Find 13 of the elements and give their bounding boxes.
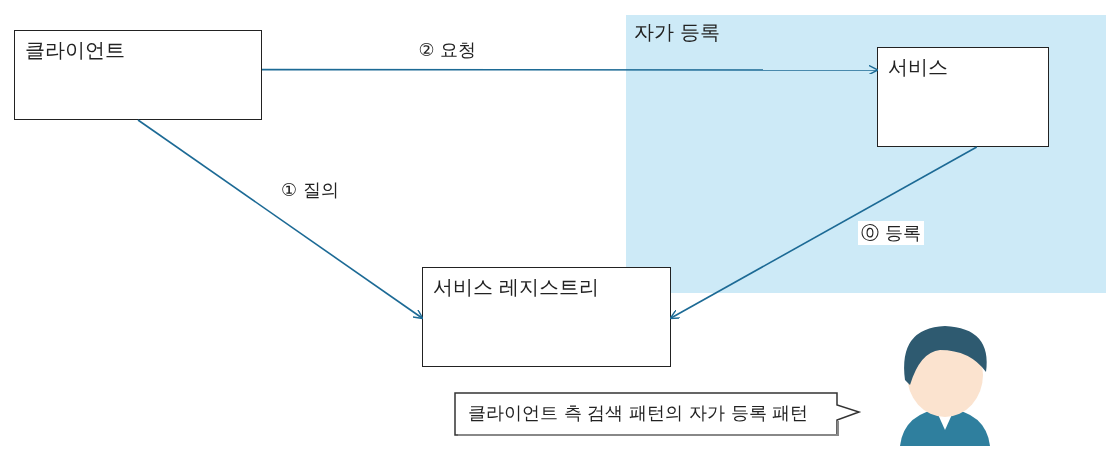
group-region xyxy=(626,15,1106,293)
node-label: 서비스 xyxy=(888,54,948,81)
process-box xyxy=(877,47,1049,147)
arrow xyxy=(261,64,879,76)
process-box xyxy=(422,267,671,367)
node-label: 클라이언트 xyxy=(25,37,125,64)
arrow xyxy=(137,119,424,320)
region-label: 자가 등록 xyxy=(634,19,721,46)
speech-bubble xyxy=(452,390,862,438)
arrow xyxy=(669,146,978,320)
speech-text: 클라이언트 측 검색 패턴의 자가 등록 패턴 xyxy=(468,401,809,425)
node-label: 서비스 레지스트리 xyxy=(433,274,600,301)
process-box xyxy=(14,30,262,120)
